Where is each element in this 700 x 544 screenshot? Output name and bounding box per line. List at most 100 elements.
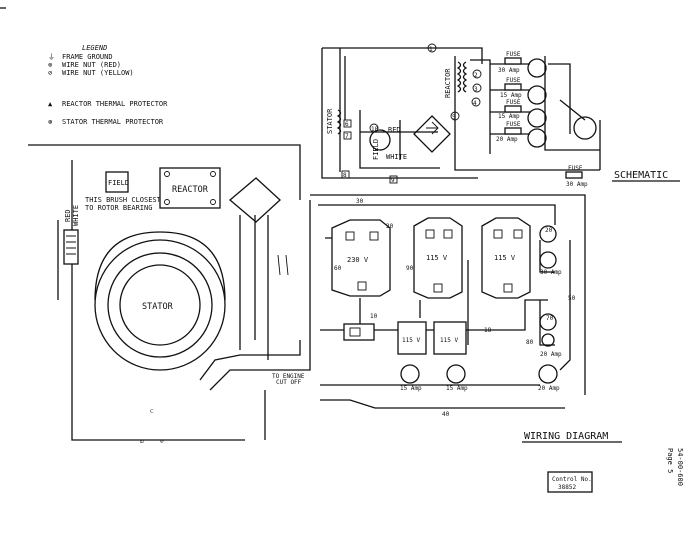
receptacle-115v-a-label: 115 V xyxy=(426,254,448,262)
legend: LEGEND ⏚ FRAME GROUND ⊗ WIRE NUT (RED) ⊘… xyxy=(48,44,168,126)
stator-outer-ring xyxy=(94,239,226,371)
schematic-red-label: RED xyxy=(388,126,401,134)
legend-item-frame-ground: FRAME GROUND xyxy=(62,53,113,61)
wire-num-30: 30 xyxy=(356,198,364,205)
wiring-stator-label: STATOR xyxy=(142,302,174,312)
engine-cutoff-line2: CUT OFF xyxy=(276,379,302,386)
schematic-reactor-label: REACTOR xyxy=(444,68,452,98)
term-4: 4 xyxy=(473,100,477,107)
receptacle-115v-a: 115 V xyxy=(413,217,463,299)
fuse-label-3: FUSE xyxy=(506,99,521,106)
svg-text:20: 20 xyxy=(545,227,553,234)
outlet-4-icon xyxy=(527,128,547,148)
control-label: Control No. xyxy=(552,476,592,483)
fuse-2 xyxy=(504,83,522,91)
brush-holder xyxy=(63,229,79,265)
term-1: 1 xyxy=(429,46,433,53)
receptacle-230v: 230 V xyxy=(331,219,391,297)
wire-num-70: 70 xyxy=(546,315,554,322)
switch-block xyxy=(343,323,375,341)
fuse-rating-4: 20 Amp xyxy=(496,136,518,143)
breaker-20a-label: 20 Amp xyxy=(540,351,562,358)
wire-num-18: 18 xyxy=(484,327,492,334)
fuse-label-2: FUSE xyxy=(506,77,521,84)
outlet-3-icon xyxy=(527,108,547,128)
schematic-title: SCHEMATIC xyxy=(614,170,668,181)
legend-reactor-protector: REACTOR THERMAL PROTECTOR xyxy=(62,100,168,108)
page-doc-number: 54-00-600 xyxy=(676,448,684,486)
legend-title: LEGEND xyxy=(82,44,107,52)
term-3: 3 xyxy=(474,86,478,93)
bottom-connector-3: ⊘ xyxy=(160,438,164,445)
schematic-field-label: FIELD xyxy=(372,139,380,160)
field-brush-box xyxy=(105,171,129,193)
term-6: 6 xyxy=(345,121,349,128)
fuse-rating-5: 30 Amp xyxy=(566,181,588,188)
wiring-white-label: WHITE xyxy=(72,205,80,226)
legend-item-wire-nut-yellow: WIRE NUT (YELLOW) xyxy=(62,69,134,77)
term-10: 10 xyxy=(371,126,379,133)
fuse-label-1: FUSE xyxy=(506,51,521,58)
breaker-15a-a: 15 Amp xyxy=(400,364,422,392)
term-2: 2 xyxy=(474,72,478,79)
wire-num-90: 90 xyxy=(406,265,414,272)
fuse-4 xyxy=(504,127,522,135)
stator-inner-ring xyxy=(119,264,201,346)
term-8: 8 xyxy=(343,172,347,179)
page-number: Page 5 xyxy=(666,448,674,473)
control-number: 38852 xyxy=(558,484,576,491)
fuse-label-4: FUSE xyxy=(506,121,521,128)
receptacle-115v-d-label: 115 V xyxy=(440,337,458,344)
brush-note-line2: TO ROTOR BEARING xyxy=(85,204,152,212)
schematic: 1 2 3 4 5 6 7 8 9 10 REACTOR STATOR FIEL… xyxy=(321,43,680,188)
fuse-rating-3: 15 Amp xyxy=(498,113,520,120)
fuse-1 xyxy=(504,57,522,65)
fuse-rating-2: 15 Amp xyxy=(500,92,522,99)
wire-num-40: 40 xyxy=(442,411,450,418)
term-9: 9 xyxy=(391,177,395,184)
breaker-15a-a-label: 15 Amp xyxy=(400,385,422,392)
fuse-3 xyxy=(504,105,522,113)
wiring-diagram-title: WIRING DIAGRAM xyxy=(524,431,608,442)
reactor-box xyxy=(159,167,221,209)
outlet-230v-icon xyxy=(573,116,597,140)
fuse-rating-1: 30 Amp xyxy=(498,67,520,74)
engine-cutoff-line1: TO ENGINE xyxy=(272,373,305,380)
breaker-20a-bottom: 20 Amp xyxy=(538,364,560,392)
legend-item-wire-nut-red: WIRE NUT (RED) xyxy=(62,61,121,69)
wire-nut-red-icon: ⊗ xyxy=(48,61,52,69)
receptacle-115v-b: 115 V xyxy=(481,217,531,299)
wiring-reactor-label: REACTOR xyxy=(172,185,209,195)
bottom-connector-1: ⊂ xyxy=(150,408,154,415)
triangle-icon: ▲ xyxy=(48,100,53,108)
breaker-15a-b-label: 15 Amp xyxy=(446,385,468,392)
schematic-stator-label: STATOR xyxy=(326,108,334,134)
schematic-white-label: WHITE xyxy=(386,153,407,161)
breaker-15a-b: 15 Amp xyxy=(446,364,468,392)
stator-middle-ring xyxy=(107,252,213,358)
control-number-box: Control No. 38852 xyxy=(547,471,593,493)
receptacle-230v-label: 230 V xyxy=(347,256,369,264)
wire-num-80: 80 xyxy=(526,339,534,346)
wire-nut-yellow-icon: ⊘ xyxy=(48,69,52,77)
outlet-1-icon xyxy=(527,58,547,78)
wiring-field-label: FIELD xyxy=(108,179,129,187)
receptacle-115v-b-label: 115 V xyxy=(494,254,516,262)
fuse-label-5: FUSE xyxy=(568,165,583,172)
receptacle-115v-c-label: 115 V xyxy=(402,337,420,344)
breaker-30a-label: 30 Amp xyxy=(540,269,562,276)
wire-num-50: 50 xyxy=(568,295,576,302)
term-5: 5 xyxy=(452,114,456,121)
wire-num-10: 10 xyxy=(370,313,378,320)
wiring-diagram: FIELD THIS BRUSH CLOSEST TO ROTOR BEARIN… xyxy=(28,144,622,445)
circle-symbol-icon: ⊛ xyxy=(48,118,53,126)
fuse-5 xyxy=(565,171,583,179)
breaker-20a-bottom-label: 20 Amp xyxy=(538,385,560,392)
wire-num-60: 60 xyxy=(334,265,342,272)
outlet-2-icon xyxy=(527,85,547,105)
term-7: 7 xyxy=(345,133,349,140)
bottom-connector-2: ⊡ xyxy=(140,438,144,445)
ground-symbol-icon: ⏚ xyxy=(48,53,55,61)
brush-note-line1: THIS BRUSH CLOSEST xyxy=(85,196,162,204)
